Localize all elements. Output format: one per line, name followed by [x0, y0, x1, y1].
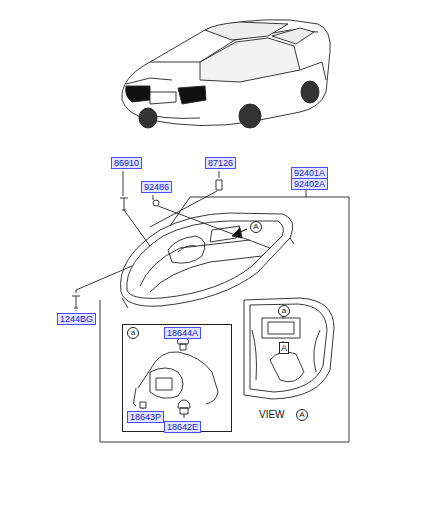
part-number-text: 92401A: [294, 168, 325, 178]
view-marker: A: [279, 342, 289, 354]
view-callout: A: [296, 409, 308, 421]
detail-letter: a: [127, 327, 139, 339]
detail-callout: a: [278, 305, 290, 317]
part-number: 92402A: [291, 178, 328, 190]
part-number: 18644A: [164, 327, 201, 339]
part-number: 18642E: [164, 421, 201, 433]
part-number-text: 87126: [208, 158, 233, 168]
part-number: 1244BG: [57, 313, 96, 325]
part-number-text: 92402A: [294, 179, 325, 189]
detail-inset: a 18644A 18643P 18642E: [122, 324, 232, 432]
part-number: 18643P: [127, 411, 164, 423]
view-title: VIEW: [258, 409, 286, 420]
part-number-text: 92486: [144, 182, 169, 192]
part-number: 92486: [141, 181, 172, 193]
part-number-text: 18643P: [130, 412, 161, 422]
part-number-text: 18644A: [167, 328, 198, 338]
part-number-text: 18642E: [167, 422, 198, 432]
part-number: 87126: [205, 157, 236, 169]
part-number-text: 86910: [114, 158, 139, 168]
view-callout: A: [250, 221, 262, 233]
part-number-text: 1244BG: [60, 314, 93, 324]
part-number: 86910: [111, 157, 142, 169]
